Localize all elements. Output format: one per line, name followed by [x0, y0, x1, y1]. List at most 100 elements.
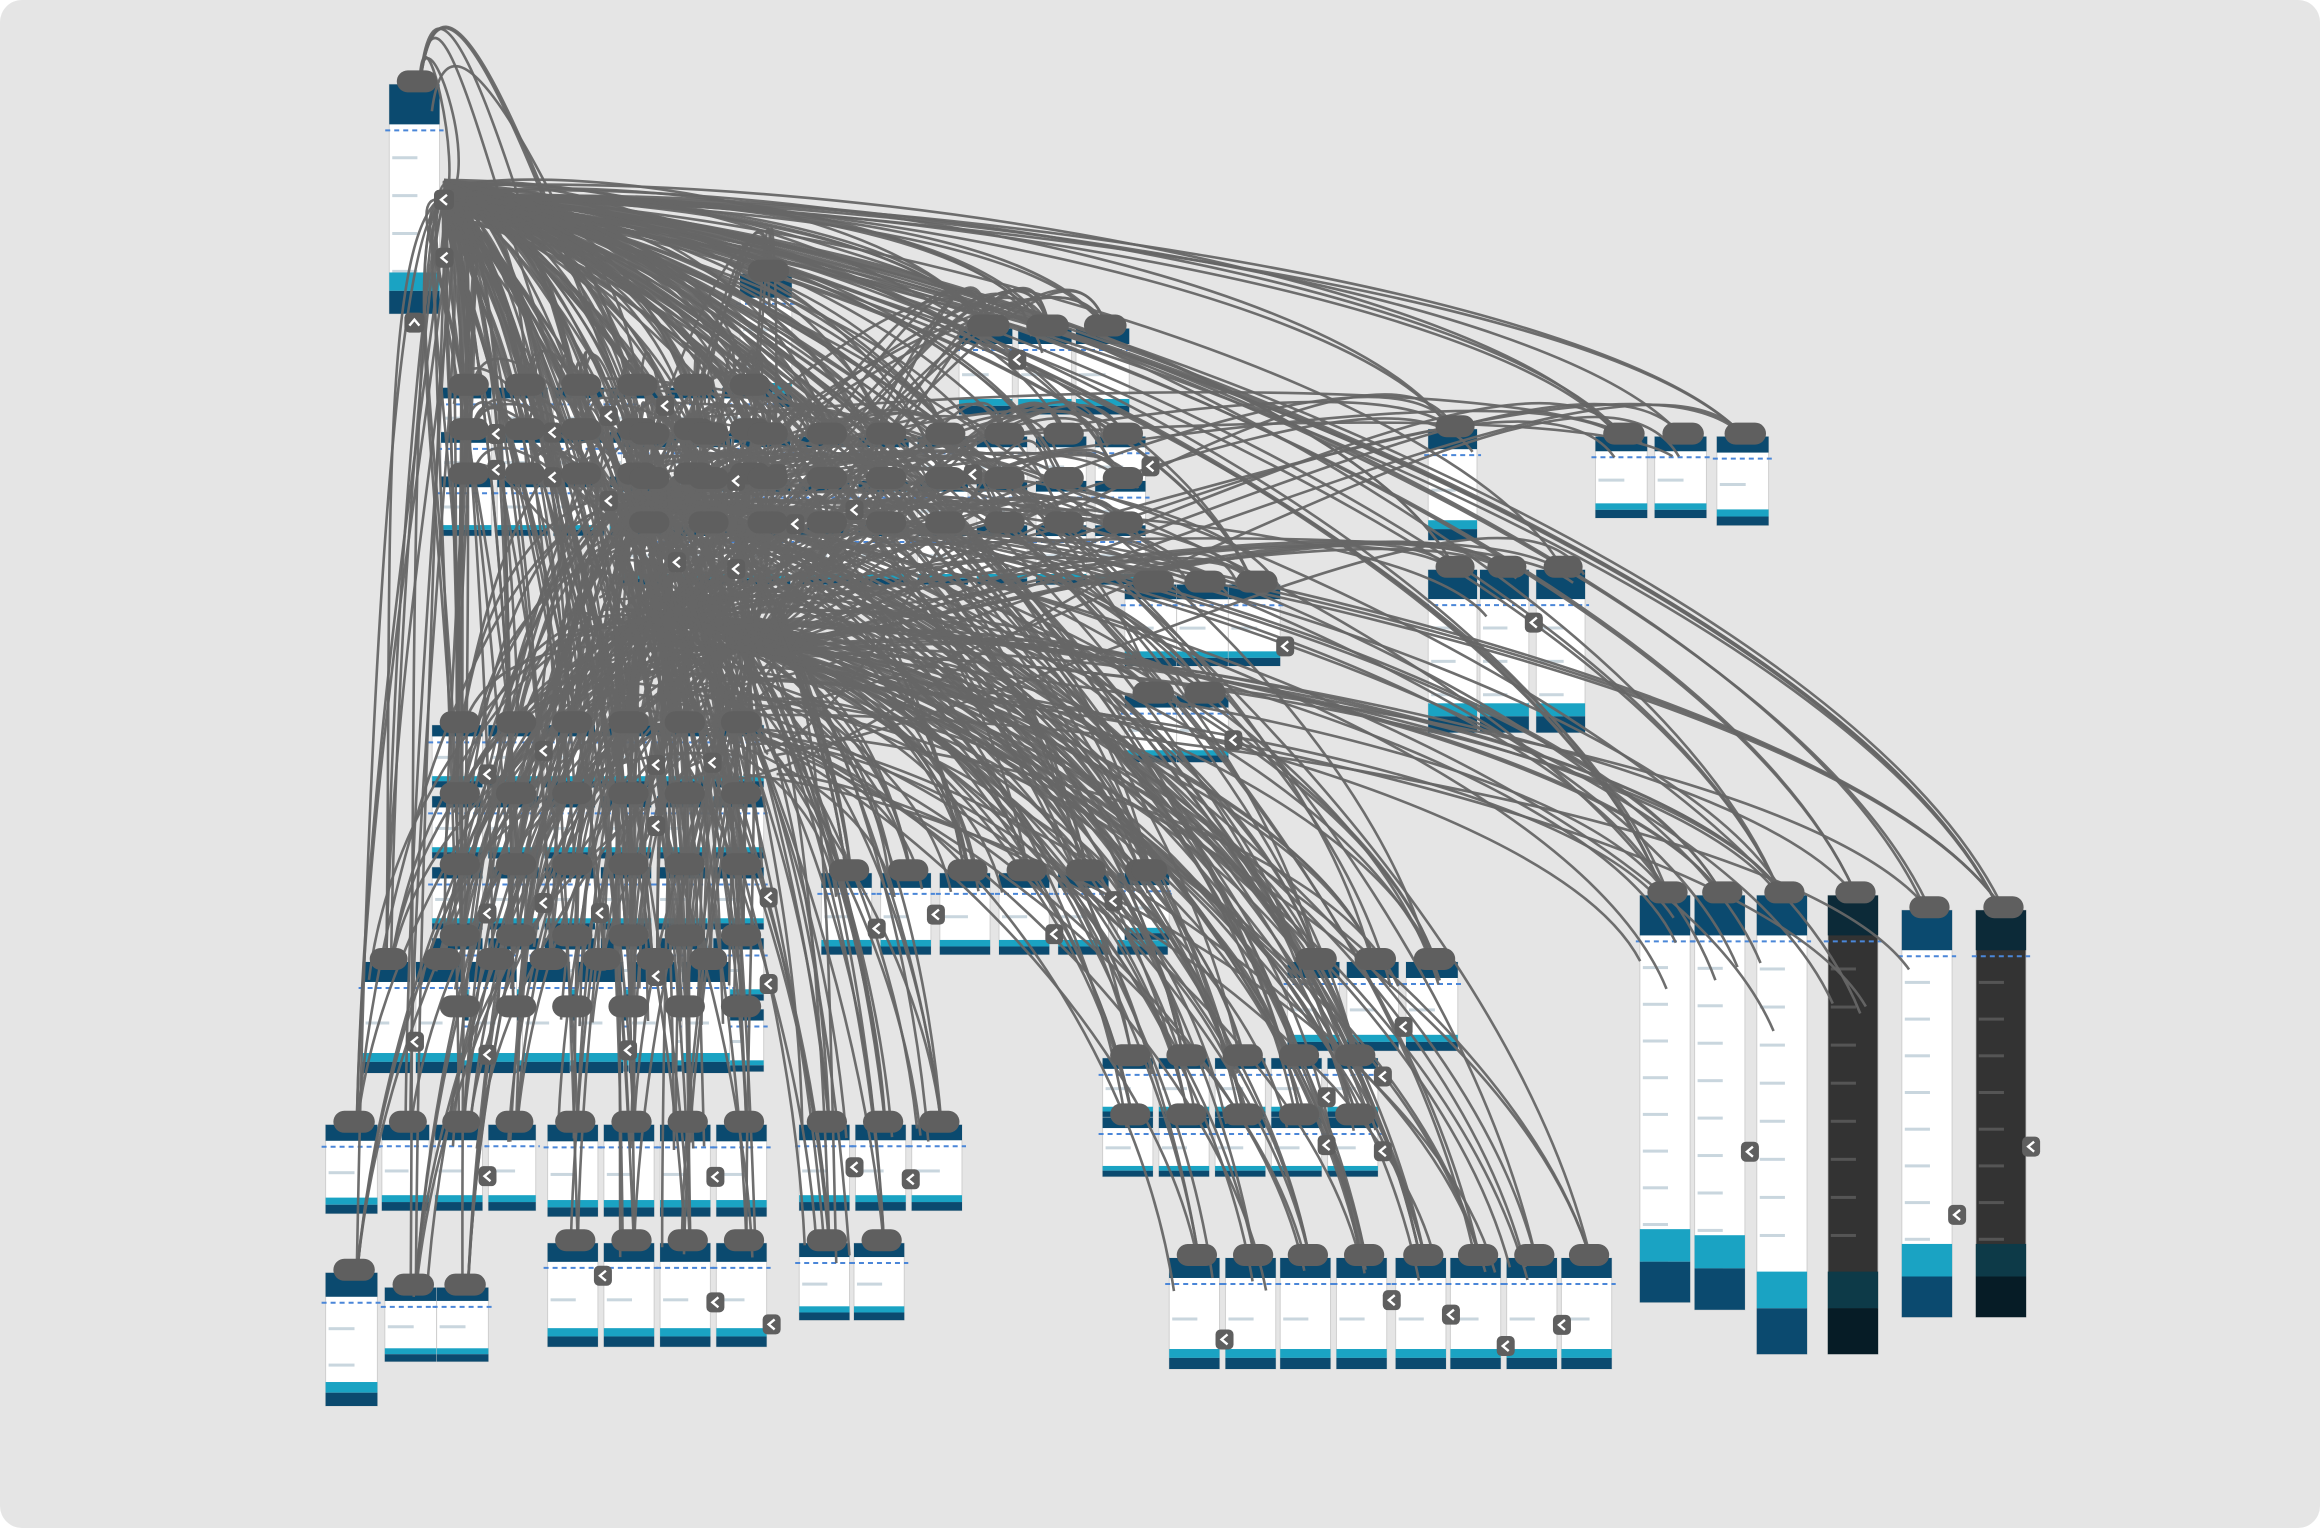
wire-connector[interactable] — [1543, 555, 1583, 578]
chevron-left-icon[interactable] — [1045, 924, 1064, 945]
artboard[interactable] — [1690, 894, 1749, 1311]
prototype-wire[interactable] — [767, 697, 1308, 1121]
chevron-left-icon[interactable] — [1317, 1087, 1336, 1108]
wire-connector[interactable] — [1131, 859, 1168, 882]
chevron-left-icon[interactable] — [478, 1166, 497, 1187]
wire-connector[interactable] — [862, 1110, 904, 1133]
prototype-wire[interactable] — [629, 438, 672, 804]
chevron-left-icon[interactable] — [727, 559, 746, 580]
prototype-wire[interactable] — [709, 644, 980, 883]
prototype-wire[interactable] — [443, 198, 1257, 1263]
wire-connector[interactable] — [925, 467, 966, 489]
wire-connector[interactable] — [720, 995, 762, 1018]
wire-connector[interactable] — [1026, 314, 1069, 337]
artboard[interactable] — [432, 1287, 493, 1363]
wire-connector[interactable] — [495, 711, 537, 734]
wire-connector[interactable] — [689, 948, 728, 970]
wire-connector[interactable] — [720, 711, 762, 734]
chevron-left-icon[interactable] — [1215, 1329, 1234, 1350]
chevron-left-icon[interactable] — [405, 1031, 424, 1052]
wire-connector[interactable] — [1724, 422, 1767, 445]
wire-connector[interactable] — [723, 1110, 765, 1133]
wire-connector[interactable] — [392, 1273, 435, 1296]
chevron-left-icon[interactable] — [1317, 1135, 1336, 1156]
wire-connector[interactable] — [729, 373, 771, 396]
chevron-left-icon[interactable] — [593, 1265, 612, 1286]
wire-connector[interactable] — [629, 511, 670, 534]
wire-connector[interactable] — [555, 1229, 596, 1252]
prototype-wire[interactable] — [748, 543, 1228, 1066]
wire-connector[interactable] — [720, 853, 762, 876]
chevron-left-icon[interactable] — [543, 422, 562, 443]
chevron-left-icon[interactable] — [534, 893, 553, 914]
chevron-left-icon[interactable] — [647, 754, 666, 775]
wire-connector[interactable] — [1102, 511, 1144, 534]
wire-connector[interactable] — [495, 1110, 534, 1133]
wire-connector[interactable] — [865, 467, 907, 489]
wire-connector[interactable] — [439, 995, 480, 1018]
wire-connector[interactable] — [561, 462, 602, 485]
prototype-wire[interactable] — [443, 178, 572, 729]
wire-connector[interactable] — [495, 924, 537, 947]
wire-connector[interactable] — [1764, 881, 1805, 904]
wire-connector[interactable] — [1132, 681, 1175, 704]
prototype-wire[interactable] — [409, 188, 446, 1291]
artboard[interactable] — [1391, 1257, 1450, 1370]
chevron-left-icon[interactable] — [435, 247, 454, 268]
wire-connector[interactable] — [1487, 555, 1527, 578]
prototype-wire[interactable] — [745, 588, 1144, 883]
prototype-wire[interactable] — [598, 408, 724, 599]
prototype-wire[interactable] — [443, 189, 1454, 433]
wire-connector[interactable] — [504, 462, 546, 485]
wire-connector[interactable] — [636, 948, 674, 970]
wire-connector[interactable] — [439, 782, 480, 805]
prototype-wire[interactable] — [443, 188, 1477, 1262]
prototype-wire[interactable] — [591, 652, 780, 1023]
prototype-wire[interactable] — [355, 198, 445, 1277]
prototype-wire[interactable] — [384, 207, 446, 966]
wire-connector[interactable] — [1184, 570, 1226, 593]
chevron-left-icon[interactable] — [1276, 636, 1295, 657]
artboard[interactable] — [543, 1242, 602, 1348]
wire-connector[interactable] — [1335, 1044, 1376, 1067]
wire-connector[interactable] — [664, 995, 705, 1018]
wire-connector[interactable] — [984, 422, 1025, 445]
wire-connector[interactable] — [552, 853, 593, 876]
prototype-wire[interactable] — [443, 193, 848, 877]
wire-connector[interactable] — [495, 782, 537, 805]
prototype-wire[interactable] — [443, 186, 1374, 966]
chevron-left-icon[interactable] — [1948, 1204, 1967, 1225]
wire-connector[interactable] — [747, 422, 788, 445]
wire-connector[interactable] — [448, 418, 489, 441]
wire-connector[interactable] — [1662, 422, 1704, 445]
prototype-wire[interactable] — [705, 694, 746, 884]
prototype-wire[interactable] — [632, 650, 744, 1129]
artboard[interactable] — [995, 872, 1054, 956]
prototype-wire[interactable] — [651, 631, 922, 1136]
wire-connector[interactable] — [608, 782, 649, 805]
prototype-wire[interactable] — [443, 193, 1454, 433]
chevron-left-icon[interactable] — [901, 1169, 920, 1190]
prototype-wire[interactable] — [569, 509, 675, 1244]
wire-connector[interactable] — [439, 853, 480, 876]
chevron-left-icon[interactable] — [845, 1157, 864, 1178]
wire-connector[interactable] — [608, 711, 649, 734]
wire-connector[interactable] — [629, 422, 670, 445]
prototype-wire[interactable] — [636, 501, 1312, 1263]
prototype-wire[interactable] — [638, 722, 1400, 987]
prototype-wire[interactable] — [600, 569, 819, 1248]
artboard[interactable] — [1332, 1257, 1391, 1370]
chevron-left-icon[interactable] — [647, 966, 666, 987]
artboard[interactable] — [321, 1272, 382, 1407]
prototype-wire[interactable] — [611, 581, 1154, 1075]
wire-connector[interactable] — [747, 467, 788, 489]
wire-connector[interactable] — [442, 1110, 481, 1133]
chevron-left-icon[interactable] — [1524, 612, 1543, 633]
artboard[interactable] — [1712, 436, 1773, 526]
chevron-left-icon[interactable] — [1373, 1141, 1392, 1162]
prototype-wire[interactable] — [443, 190, 1667, 899]
wire-connector[interactable] — [925, 422, 966, 445]
chevron-left-icon[interactable] — [647, 815, 666, 836]
wire-connector[interactable] — [747, 259, 790, 282]
wire-connector[interactable] — [552, 924, 593, 947]
